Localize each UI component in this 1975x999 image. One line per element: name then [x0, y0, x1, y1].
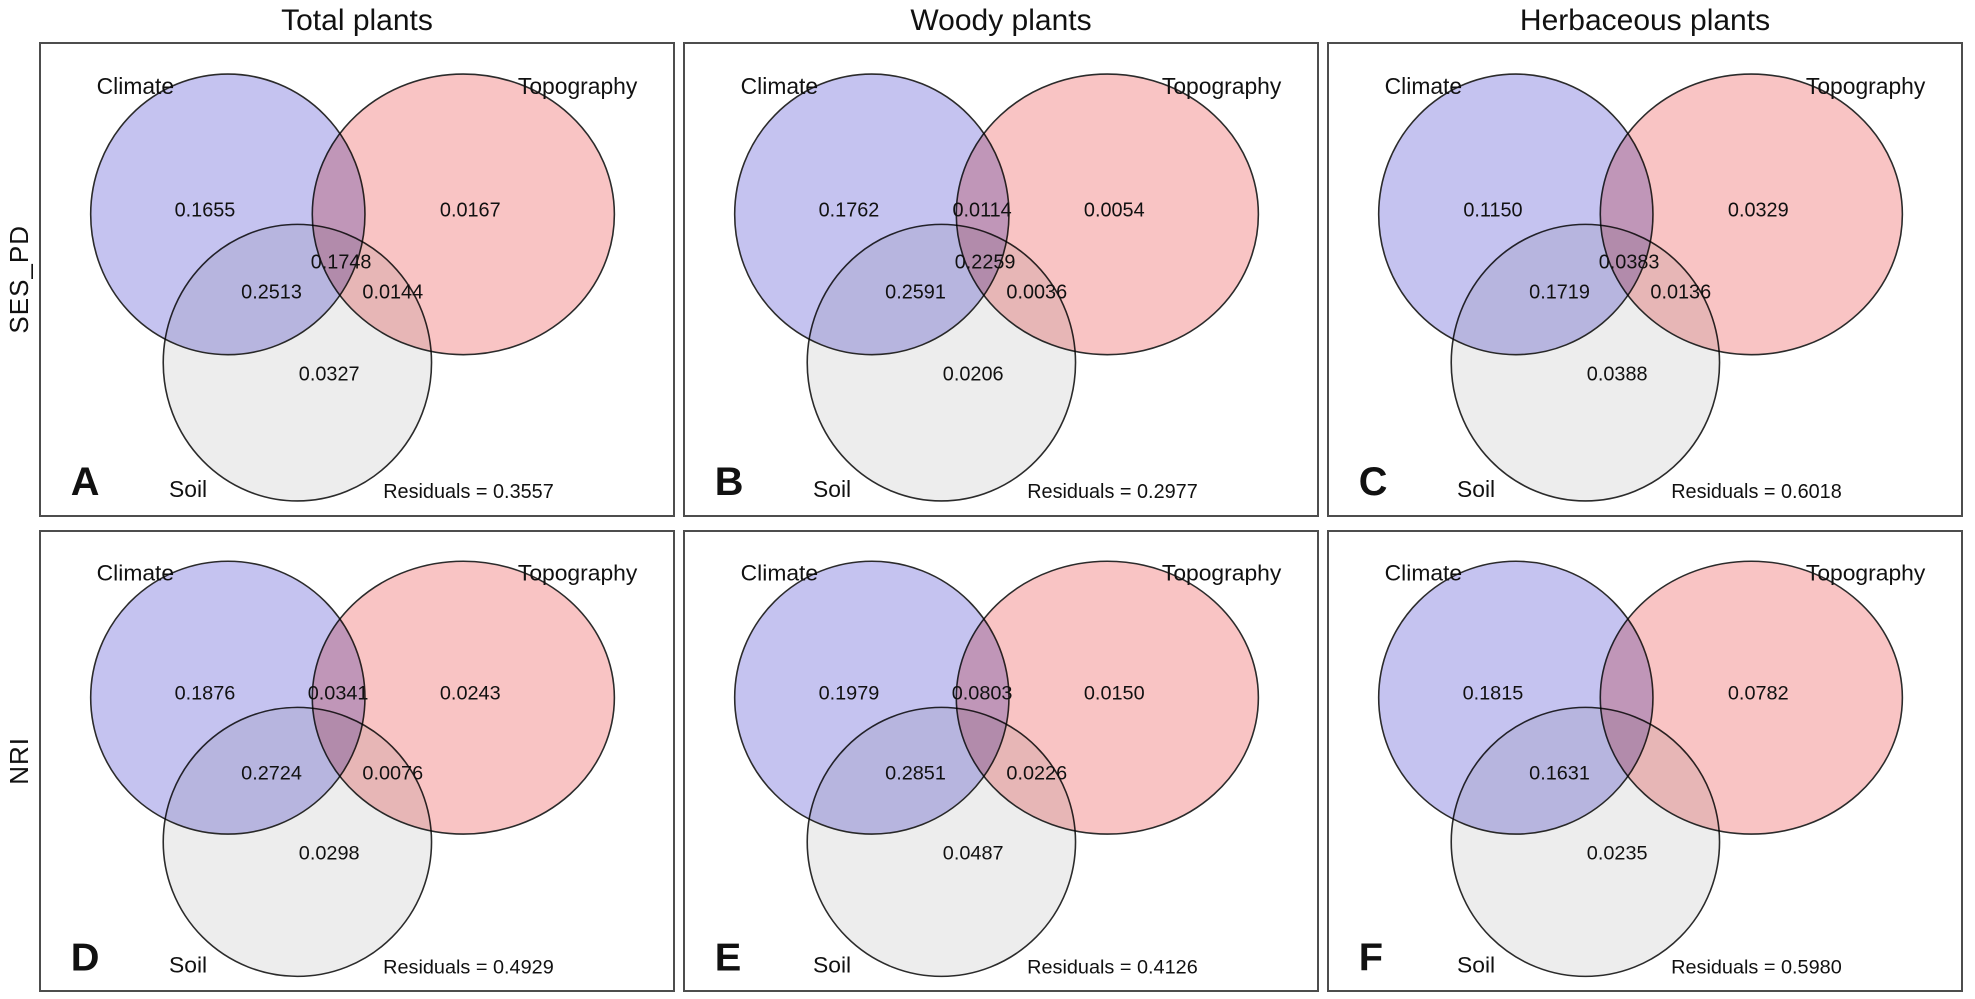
venn-diagram: Climate Topography Soil 0.1150 0.0329 0.…: [1359, 73, 1926, 504]
value-soil-only: 0.0327: [299, 364, 360, 386]
value-topography-soil: 0.0136: [1650, 281, 1711, 303]
soil-circle: [162, 223, 433, 502]
climate-set-label: Climate: [741, 73, 818, 99]
value-climate-only: 0.1762: [819, 199, 880, 221]
row-label-nri: NRI: [0, 530, 39, 992]
column-title-total-plants: Total plants: [281, 4, 433, 37]
panel-letter: B: [715, 460, 744, 504]
soil-circle: [1450, 223, 1721, 502]
topography-set-label: Topography: [1162, 73, 1282, 99]
topography-set-label: Topography: [518, 561, 638, 586]
panel-letter: D: [71, 936, 100, 980]
column-title-herbaceous-plants: Herbaceous plants: [1519, 4, 1771, 37]
venn-diagram: Climate Topography Soil 0.1876 0.0341 0.…: [71, 560, 638, 980]
value-climate-soil: 0.1719: [1529, 281, 1590, 303]
value-three-way-overlap: 0.1748: [311, 251, 372, 273]
value-topography-only: 0.0782: [1728, 683, 1789, 705]
venn-diagram: Climate Topography Soil 0.1655 0.0167 0.…: [71, 73, 638, 504]
venn-panel: Climate Topography Soil 0.1655 0.0167 0.…: [39, 42, 675, 517]
value-climate-only: 0.1655: [175, 199, 236, 221]
topography-set-label: Topography: [1162, 561, 1282, 586]
value-topography-only: 0.0243: [440, 683, 501, 705]
soil-circle: [806, 706, 1077, 978]
row-label-ses-pd-text: SES_PD: [4, 225, 34, 334]
panel-letter: C: [1359, 460, 1388, 504]
venn-panel: Climate Topography Soil 0.1876 0.0341 0.…: [39, 530, 675, 992]
value-climate-topography: 0.0803: [952, 683, 1013, 705]
value-climate-soil: 0.2513: [241, 281, 302, 303]
row-label-nri-text: NRI: [4, 737, 34, 785]
venn-diagram: Climate Topography Soil 0.1762 0.0114 0.…: [715, 73, 1282, 504]
venn-diagram: Climate Topography Soil 0.1979 0.0803 0.…: [715, 560, 1282, 980]
soil-set-label: Soil: [813, 953, 851, 978]
value-climate-soil: 0.2724: [241, 763, 302, 785]
value-three-way-overlap: 0.0383: [1599, 251, 1660, 273]
value-soil-only: 0.0487: [943, 843, 1004, 865]
value-topography-only: 0.0150: [1084, 683, 1145, 705]
value-soil-only: 0.0235: [1587, 843, 1648, 865]
value-topography-only: 0.0054: [1084, 199, 1145, 221]
soil-circle: [806, 223, 1077, 502]
value-climate-only: 0.1979: [819, 683, 880, 705]
value-climate-only: 0.1815: [1463, 683, 1524, 705]
residuals-label: Residuals = 0.4929: [383, 957, 554, 979]
soil-set-label: Soil: [169, 953, 207, 978]
climate-set-label: Climate: [97, 73, 174, 99]
soil-circle: [162, 706, 433, 978]
soil-set-label: Soil: [1457, 476, 1495, 502]
topography-set-label: Topography: [1806, 73, 1926, 99]
panel-letter: A: [71, 460, 100, 504]
value-climate-only: 0.1150: [1463, 199, 1522, 221]
topography-set-label: Topography: [1806, 561, 1926, 586]
value-three-way-overlap: 0.2259: [955, 251, 1016, 273]
value-topography-soil: 0.0226: [1006, 763, 1067, 785]
soil-set-label: Soil: [169, 476, 207, 502]
climate-set-label: Climate: [1385, 73, 1462, 99]
value-climate-soil: 0.1631: [1529, 763, 1590, 785]
value-topography-soil: 0.0144: [362, 281, 423, 303]
topography-set-label: Topography: [518, 73, 638, 99]
value-climate-topography: 0.0341: [308, 683, 369, 705]
soil-set-label: Soil: [813, 476, 851, 502]
soil-circle: [1450, 706, 1721, 978]
value-climate-only: 0.1876: [175, 683, 236, 705]
panel-letter: E: [715, 936, 742, 980]
value-topography-soil: 0.0036: [1006, 281, 1067, 303]
residuals-label: Residuals = 0.6018: [1671, 481, 1842, 503]
value-climate-soil: 0.2591: [885, 281, 946, 303]
soil-set-label: Soil: [1457, 953, 1495, 978]
venn-panel: Climate Topography Soil 0.1815 0.0782 0.…: [1327, 530, 1963, 992]
value-soil-only: 0.0206: [943, 364, 1004, 386]
value-climate-soil: 0.2851: [885, 763, 946, 785]
value-topography-only: 0.0329: [1728, 199, 1789, 221]
row-label-ses-pd: SES_PD: [0, 42, 39, 517]
value-climate-topography: 0.0114: [952, 199, 1011, 221]
value-soil-only: 0.0388: [1587, 364, 1648, 386]
climate-set-label: Climate: [1385, 561, 1462, 586]
venn-panel: Climate Topography Soil 0.1762 0.0114 0.…: [683, 42, 1319, 517]
value-topography-only: 0.0167: [440, 199, 501, 221]
value-soil-only: 0.0298: [299, 843, 360, 865]
residuals-label: Residuals = 0.5980: [1671, 957, 1842, 979]
climate-set-label: Climate: [97, 561, 174, 586]
venn-diagram: Climate Topography Soil 0.1815 0.0782 0.…: [1359, 560, 1926, 980]
venn-panel: Climate Topography Soil 0.1150 0.0329 0.…: [1327, 42, 1963, 517]
venn-panel: Climate Topography Soil 0.1979 0.0803 0.…: [683, 530, 1319, 992]
value-topography-soil: 0.0076: [362, 763, 423, 785]
column-title-woody-plants: Woody plants: [910, 4, 1092, 37]
residuals-label: Residuals = 0.4126: [1027, 957, 1198, 979]
panel-letter: F: [1359, 936, 1383, 980]
climate-set-label: Climate: [741, 561, 818, 586]
residuals-label: Residuals = 0.3557: [383, 481, 554, 503]
residuals-label: Residuals = 0.2977: [1027, 481, 1198, 503]
